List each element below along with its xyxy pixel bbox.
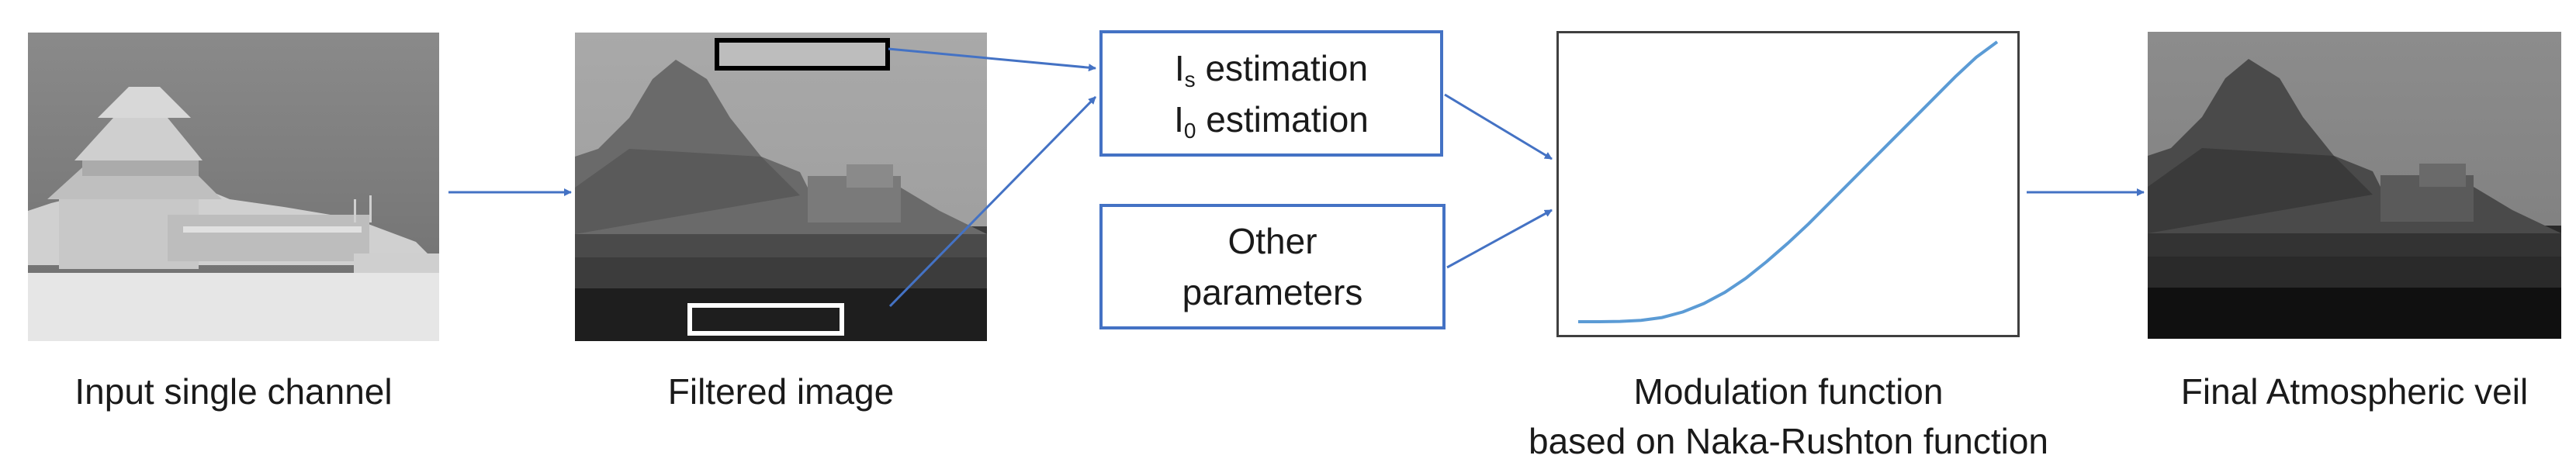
sky-region-marker <box>715 38 890 71</box>
other-parameters-box: Other parameters <box>1099 204 1446 329</box>
input-image <box>28 33 439 341</box>
i0-estimation-label: I0 estimation <box>1174 98 1369 143</box>
estimation-box: Is estimation I0 estimation <box>1099 30 1443 157</box>
arrow-params-to-chart <box>1446 209 1553 269</box>
final-caption: Final Atmospheric veil <box>2180 371 2529 412</box>
naka-rushton-curve <box>1578 40 1999 323</box>
is-estimation-label: Is estimation <box>1174 47 1369 91</box>
filtered-caption: Filtered image <box>667 371 895 412</box>
modulation-chart <box>1556 31 2020 337</box>
ground-region-marker <box>687 303 844 336</box>
input-caption: Input single channel <box>74 371 393 412</box>
modulation-caption-line2: based on Naka-Rushton function <box>1529 421 2048 461</box>
params-line2: parameters <box>1182 272 1363 312</box>
filtered-image <box>575 33 987 341</box>
final-image <box>2148 32 2561 339</box>
arrow-estimation-to-chart <box>1444 93 1553 160</box>
modulation-caption-line1: Modulation function <box>1633 371 1944 412</box>
chart-frame <box>1556 31 2020 337</box>
params-line1: Other <box>1227 221 1317 261</box>
